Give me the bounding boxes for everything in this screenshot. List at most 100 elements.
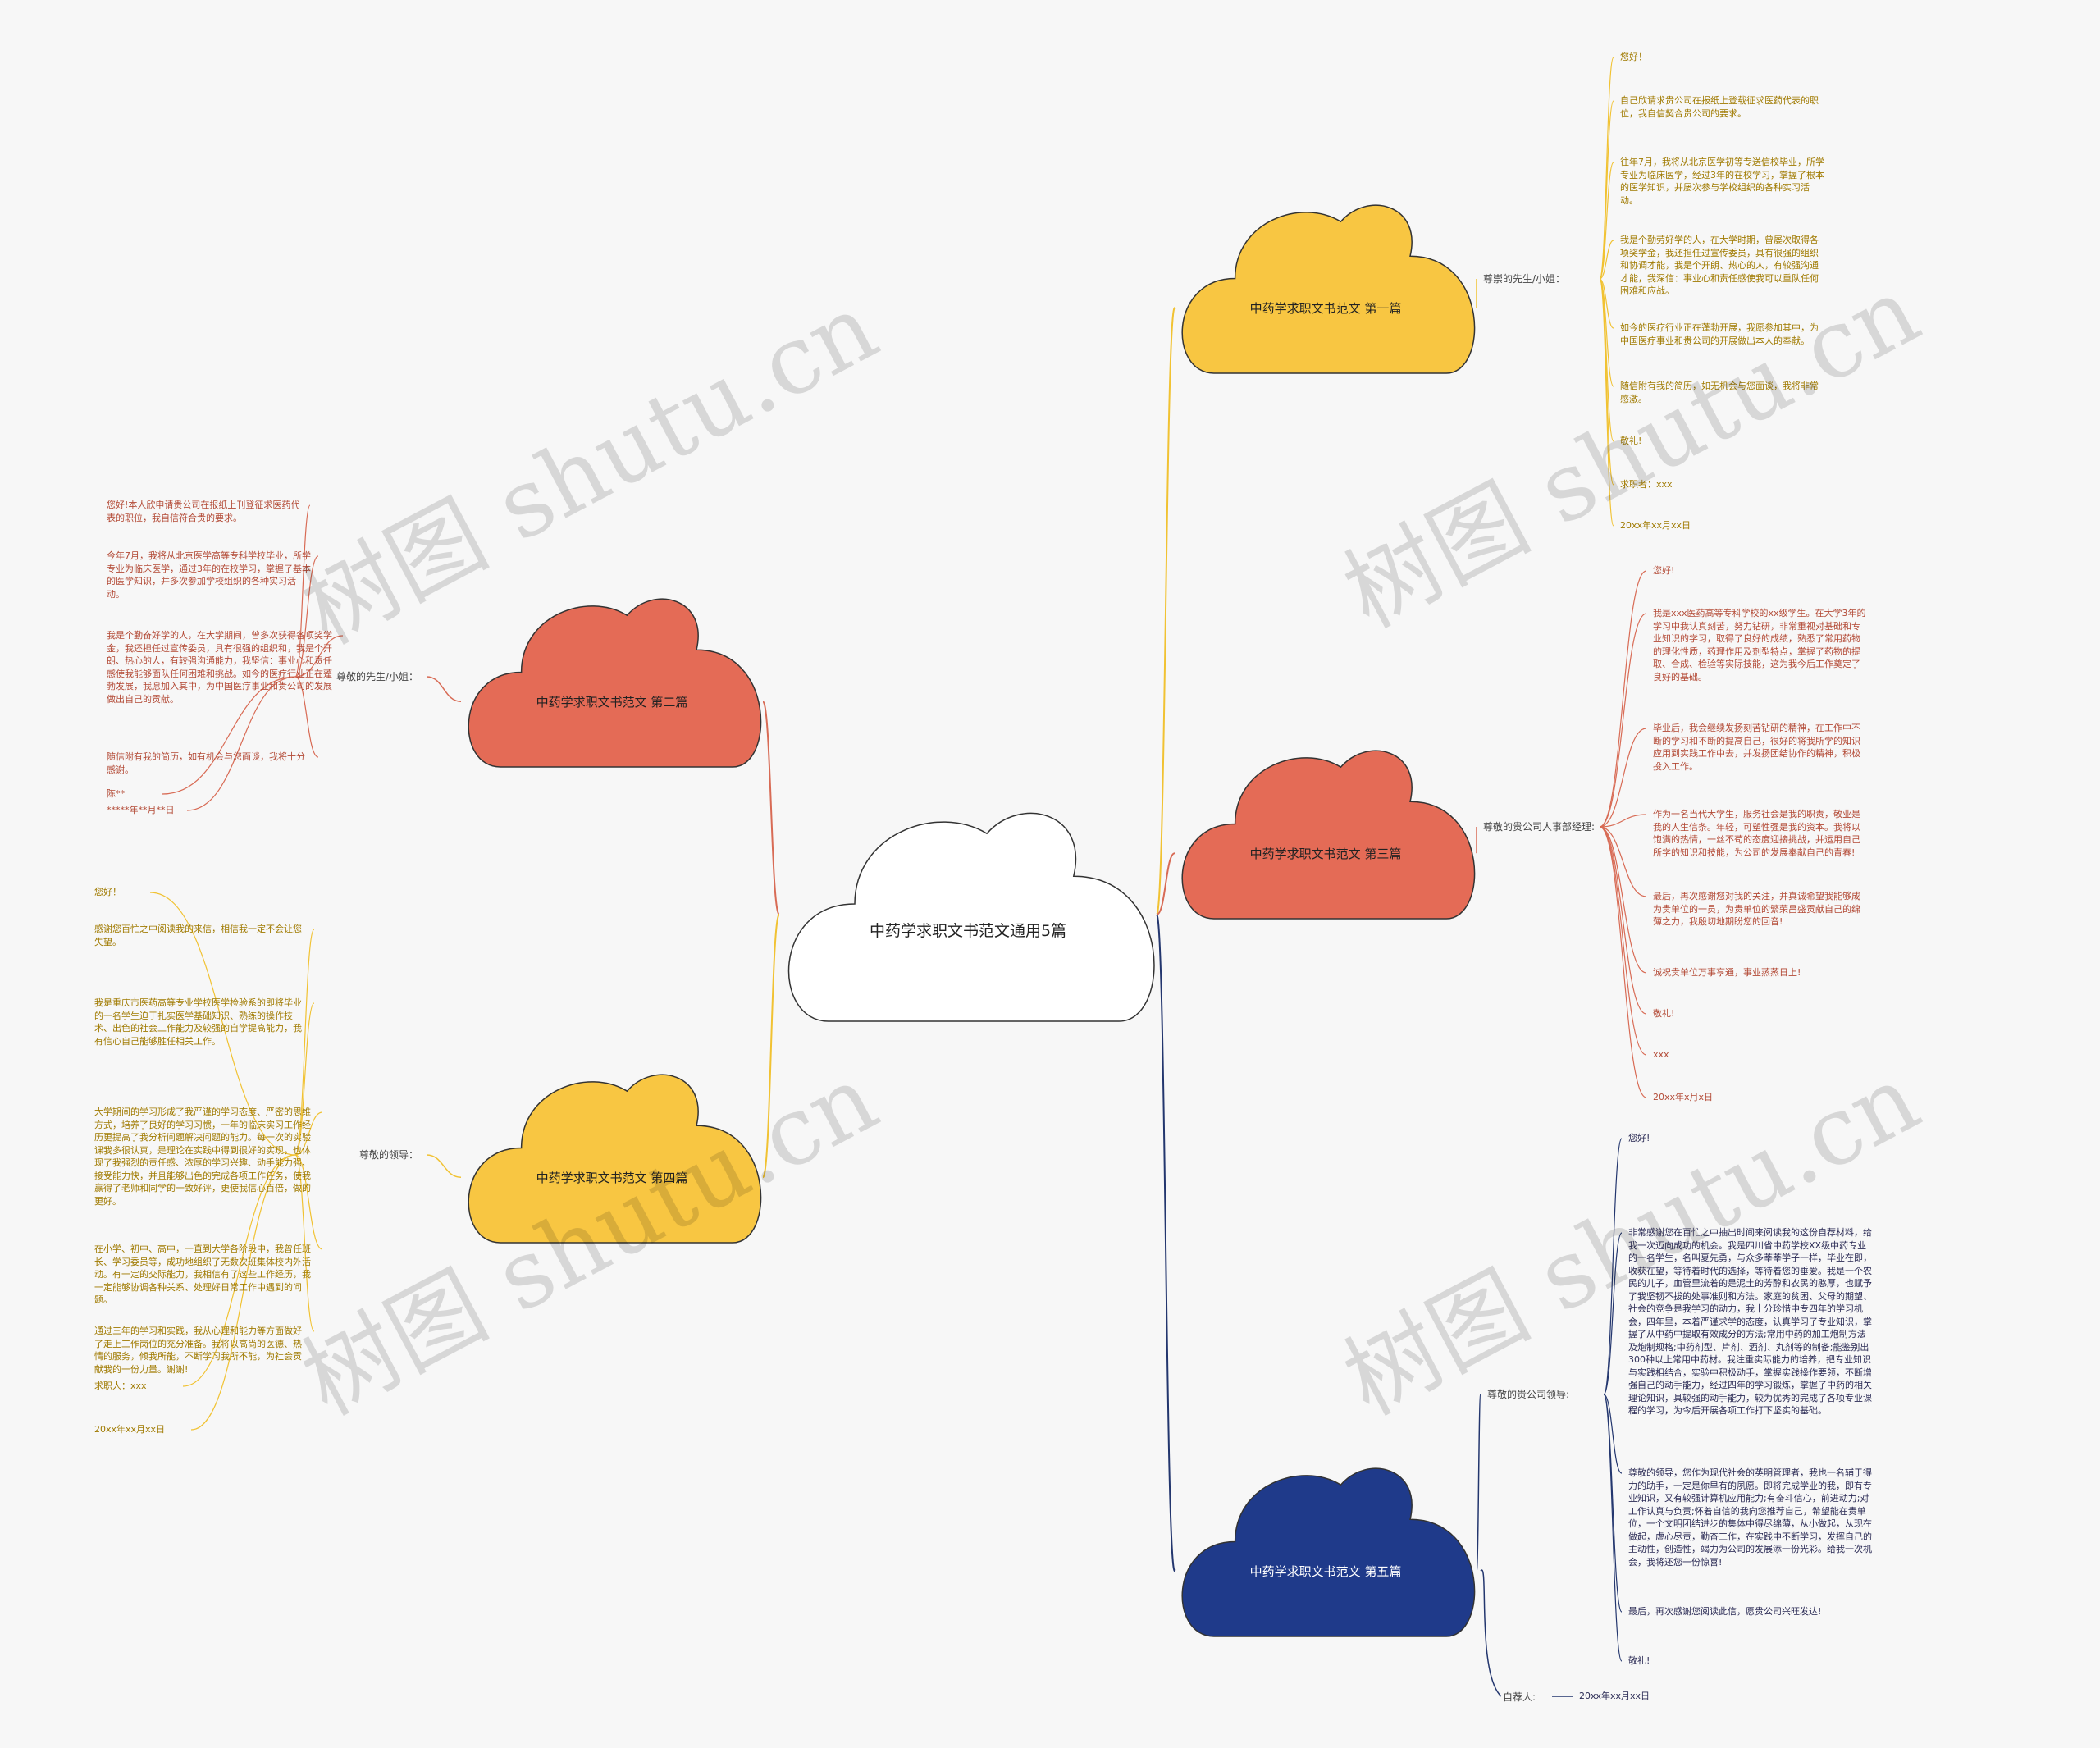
leaf-2-4: 随信附有我的简历，如有机会与您面谈，我将十分感谢。 bbox=[107, 751, 305, 775]
leaf-1-8: 求职者：xxx bbox=[1620, 479, 1673, 490]
trunk-edge-4 bbox=[762, 914, 780, 1179]
leaf-3-3: 毕业后，我会继续发扬刻苦钻研的精神，在工作中不断的学习和不断的提高自己，很好的将… bbox=[1653, 723, 1860, 772]
leaf-4-4: 大学期间的学习形成了我严谨的学习态度、严密的思维方式，培养了良好的学习习惯，一年… bbox=[94, 1107, 311, 1207]
leaf-edge-2-1 bbox=[294, 504, 311, 678]
leaf-5-2: 非常感谢您在百忙之中抽出时间来阅读我的这份自荐材料，给我一次迈向成功的机会。我是… bbox=[1628, 1227, 1872, 1416]
leaf-1-5: 如今的医疗行业正在蓬勃开展，我愿参加其中，为中国医疗事业和贵公司的开展做出本人的… bbox=[1620, 322, 1819, 346]
leaf-edge-2-5 bbox=[162, 676, 296, 795]
leaf-edge-3-2 bbox=[1599, 613, 1647, 828]
leaf-4-8: 20xx年xx月xx日 bbox=[94, 1424, 166, 1435]
leaf-edge-4-7 bbox=[182, 1154, 296, 1387]
sub-edge-5 bbox=[1476, 1394, 1481, 1572]
sub2-leaf: 20xx年xx月xx日 bbox=[1579, 1691, 1650, 1701]
branch-title-5: 中药学求职文书范文 第五篇 bbox=[1249, 1564, 1402, 1580]
leaf-1-4: 我是个勤劳好学的人，在大学时期，曾屡次取得各项奖学金，我还担任过宣传委员，具有很… bbox=[1620, 235, 1819, 296]
trunk-edge-2 bbox=[762, 701, 780, 915]
leaf-edge-5-2 bbox=[1603, 1232, 1623, 1395]
leaf-3-1: 您好! bbox=[1653, 565, 1675, 576]
leaf-1-1: 您好！ bbox=[1620, 52, 1647, 62]
leaf-2-6: *****年**月**日 bbox=[107, 805, 175, 815]
sub-edge-2 bbox=[426, 676, 462, 702]
sub-label-1: 尊崇的先生/小姐： bbox=[1483, 273, 1566, 285]
leaf-edge-5-5 bbox=[1603, 1394, 1623, 1662]
leaf-4-2: 感谢您百忙之中阅读我的来信，相信我一定不会让您失望。 bbox=[94, 924, 302, 947]
leaf-edge-2-2 bbox=[294, 555, 319, 678]
sub-label-5: 尊敬的贵公司领导: bbox=[1487, 1389, 1570, 1400]
leaf-3-8: xxx bbox=[1653, 1049, 1669, 1060]
branch-cloud-3[interactable] bbox=[1181, 750, 1476, 920]
leaf-edge-3-6 bbox=[1599, 826, 1647, 974]
leaf-edge-5-4 bbox=[1603, 1394, 1623, 1613]
leaf-2-5: 陈** bbox=[107, 788, 125, 799]
leaf-3-7: 敬礼! bbox=[1653, 1008, 1675, 1019]
sub2-label: 自荐人: bbox=[1503, 1691, 1536, 1703]
branch-title-3: 中药学求职文书范文 第三篇 bbox=[1249, 847, 1402, 862]
leaf-1-3: 往年7月，我将从北京医学初等专送信校毕业，所学专业为临床医学，经过3年的在校学习… bbox=[1620, 157, 1824, 206]
leaf-2-1: 您好!本人欣申请贵公司在报纸上刊登征求医药代表的职位，我自信符合贵的要求。 bbox=[107, 500, 300, 523]
leaf-4-5: 在小学、初中、高中，一直到大学各阶段中，我曾任班长、学习委员等，成功地组织了无数… bbox=[94, 1244, 311, 1305]
leaf-1-2: 自己欣请求贵公司在报纸上登载征求医药代表的职位，我自信契合贵公司的要求。 bbox=[1620, 95, 1819, 119]
branch-cloud-4[interactable] bbox=[468, 1074, 762, 1244]
leaf-5-4: 最后，再次感谢您阅读此信，愿贵公司兴旺发达! bbox=[1628, 1606, 1822, 1617]
leaf-2-3: 我是个勤奋好学的人，在大学期间，曾多次获得各项奖学金，我还担任过宣传委员，具有很… bbox=[107, 630, 332, 705]
root-title: 中药学求职文书范文通用5篇 bbox=[869, 922, 1067, 940]
clouds bbox=[468, 204, 1476, 1637]
leaf-edge-3-1 bbox=[1599, 570, 1647, 828]
leaf-4-7: 求职人：xxx bbox=[94, 1381, 147, 1391]
leaf-5-5: 敬礼! bbox=[1628, 1655, 1650, 1666]
branch-title-1: 中药学求职文书范文 第一篇 bbox=[1249, 301, 1402, 317]
leaf-edge-3-3 bbox=[1599, 728, 1647, 828]
leaf-edge-2-6 bbox=[186, 676, 296, 811]
leaf-5-1: 您好! bbox=[1628, 1133, 1650, 1143]
sub2-edge bbox=[1480, 1569, 1502, 1697]
leaf-4-3: 我是重庆市医药高等专业学校医学检验系的即将毕业的一名学生迫于扎实医学基础知识、熟… bbox=[94, 997, 302, 1047]
leaf-1-7: 敬礼! bbox=[1620, 436, 1642, 446]
branch-cloud-1[interactable] bbox=[1181, 204, 1476, 374]
sub-label-2: 尊敬的先生/小姐： bbox=[336, 671, 418, 682]
leaf-4-1: 您好！ bbox=[94, 887, 121, 897]
leaf-edge-1-2 bbox=[1599, 100, 1614, 280]
branch-title-4: 中药学求职文书范文 第四篇 bbox=[536, 1171, 688, 1186]
leaf-3-6: 诚祝贵单位万事亨通，事业蒸蒸日上! bbox=[1653, 967, 1801, 978]
leaf-3-5: 最后，再次感谢您对我的关注，并真诚希望我能够成为贵单位的一员，为贵单位的繁荣昌盛… bbox=[1653, 891, 1860, 927]
root-cloud[interactable] bbox=[788, 812, 1155, 1022]
leaf-edge-3-9 bbox=[1599, 826, 1647, 1098]
branch-cloud-5[interactable] bbox=[1181, 1467, 1476, 1637]
leaf-3-9: 20xx年x月x日 bbox=[1653, 1092, 1714, 1102]
leaf-edge-3-4 bbox=[1599, 814, 1647, 828]
leaf-edge-1-5 bbox=[1599, 278, 1614, 329]
leaf-edge-2-3 bbox=[294, 635, 344, 678]
leaf-edge-3-7 bbox=[1599, 826, 1647, 1015]
leaf-edge-4-1 bbox=[149, 892, 296, 1156]
leaf-edge-4-5 bbox=[294, 1154, 323, 1250]
leaf-edge-3-8 bbox=[1599, 826, 1647, 1056]
leaf-edge-5-1 bbox=[1603, 1138, 1623, 1395]
leaf-3-2: 我是xxx医药高等专科学校的xx级学生。在大学3年的学习中我认真刻苦，努力钻研，… bbox=[1653, 608, 1866, 682]
leaf-edge-5-3 bbox=[1603, 1394, 1623, 1474]
leaf-edge-1-4 bbox=[1599, 240, 1614, 280]
trunk-edge-3 bbox=[1156, 852, 1176, 915]
branch-cloud-2[interactable] bbox=[468, 598, 762, 768]
trunk-edge-1 bbox=[1156, 307, 1176, 915]
leaf-edge-2-4 bbox=[294, 676, 319, 758]
leaf-5-3: 尊敬的领导，您作为现代社会的英明管理者，我也一名辅于得力的助手，一定是你早有的夙… bbox=[1628, 1467, 1872, 1568]
leaf-edge-3-5 bbox=[1599, 826, 1647, 897]
leaf-edge-4-3 bbox=[294, 1002, 315, 1156]
leaf-1-6: 随信附有我的简历，如无机会与您面谈，我将非常感激。 bbox=[1620, 381, 1819, 404]
leaf-edge-4-4 bbox=[294, 1111, 323, 1156]
trunk-edge-5 bbox=[1156, 914, 1176, 1572]
sub-label-3: 尊敬的贵公司人事部经理: bbox=[1483, 821, 1596, 833]
leaf-edge-1-3 bbox=[1599, 162, 1614, 280]
leaf-3-4: 作为一名当代大学生，服务社会是我的职责，敬业是我的人生信条。年轻，可塑性强是我的… bbox=[1653, 809, 1860, 858]
edges bbox=[149, 57, 1647, 1697]
sub-label-4: 尊敬的领导： bbox=[358, 1149, 418, 1161]
leaf-2-2: 今年7月，我将从北京医学高等专科学校毕业，所学专业为临床医学，通过3年的在校学习… bbox=[107, 550, 311, 600]
leaf-edge-1-9 bbox=[1599, 278, 1614, 527]
leaf-1-9: 20xx年xx月xx日 bbox=[1620, 520, 1691, 531]
leaf-edge-4-2 bbox=[294, 929, 315, 1156]
sub-edge-4 bbox=[426, 1154, 462, 1178]
leaf-4-6: 通过三年的学习和实践，我从心理和能力等方面做好了走上工作岗位的充分准备。我将以高… bbox=[94, 1326, 302, 1375]
leaf-edge-4-6 bbox=[294, 1154, 315, 1332]
leaf-edge-4-8 bbox=[190, 1154, 296, 1431]
